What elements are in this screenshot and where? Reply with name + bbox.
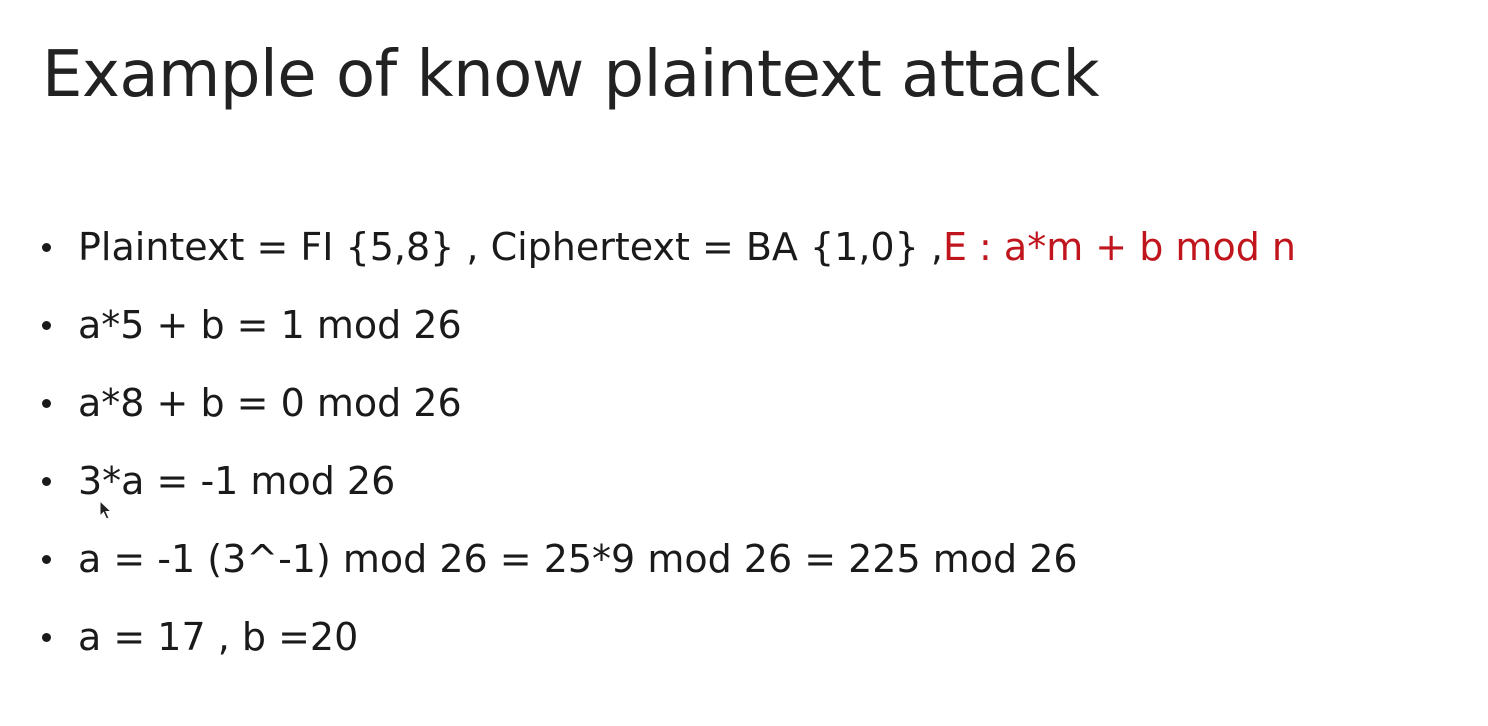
mouse-pointer-icon-shape [99,500,113,520]
bullet-text: Plaintext = FI {5,8} , Ciphertext = BA {… [78,225,943,269]
bullet-text: 3*a = -1 mod 26 [78,459,396,503]
bullet-text: a = 17 , b =20 [78,615,359,659]
slide-title: Example of know plaintext attack [42,38,1100,112]
bullet-dot-icon [42,242,51,252]
bullet-text: a*5 + b = 1 mod 26 [78,303,462,347]
bullet-dot-icon [42,476,51,486]
bullet-item: a*8 + b = 0 mod 26 [42,364,1296,442]
bullet-dot-icon [42,320,51,330]
bullet-list: Plaintext = FI {5,8} , Ciphertext = BA {… [42,208,1296,676]
bullet-dot-icon [42,632,51,642]
bullet-item: 3*a = -1 mod 26 [42,442,1296,520]
bullet-text: a = -1 (3^-1) mod 26 = 25*9 mod 26 = 225… [78,537,1078,581]
bullet-dot-icon [42,554,51,564]
bullet-accent-text: E : a*m + b mod n [942,225,1296,269]
bullet-item: Plaintext = FI {5,8} , Ciphertext = BA {… [42,208,1296,286]
bullet-dot-icon [42,398,51,408]
bullet-text: a*8 + b = 0 mod 26 [78,381,462,425]
bullet-item: a = -1 (3^-1) mod 26 = 25*9 mod 26 = 225… [42,520,1296,598]
bullet-item: a*5 + b = 1 mod 26 [42,286,1296,364]
bullet-item: a = 17 , b =20 [42,598,1296,676]
